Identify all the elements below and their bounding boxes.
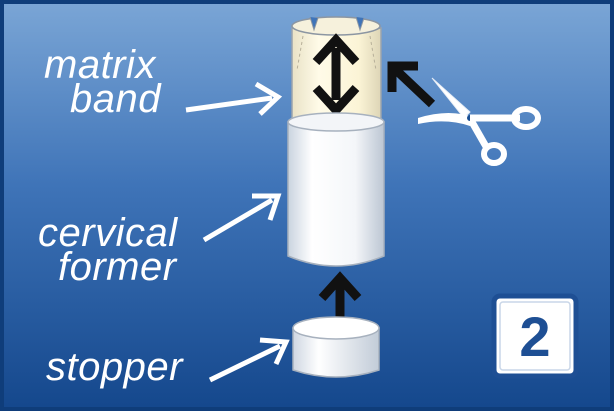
label-cervical: cervical (38, 211, 178, 255)
pointer-arrow-matrix-band (185, 81, 283, 116)
cervical-former (287, 112, 385, 267)
cut-arrow (387, 61, 436, 108)
pointer-arrow-cervical-former (202, 193, 282, 243)
scissors-icon (418, 77, 541, 166)
label-matrix: matrix (44, 43, 157, 87)
label-band: band (70, 77, 162, 121)
stopper (292, 316, 380, 378)
step-badge: 2 (491, 293, 579, 379)
label-former: former (58, 245, 178, 289)
label-stopper: stopper (46, 345, 184, 389)
pointer-arrow-stopper (208, 337, 290, 383)
double-headed-arrow (312, 33, 360, 117)
step-number: 2 (519, 305, 550, 368)
up-arrow (318, 271, 362, 318)
